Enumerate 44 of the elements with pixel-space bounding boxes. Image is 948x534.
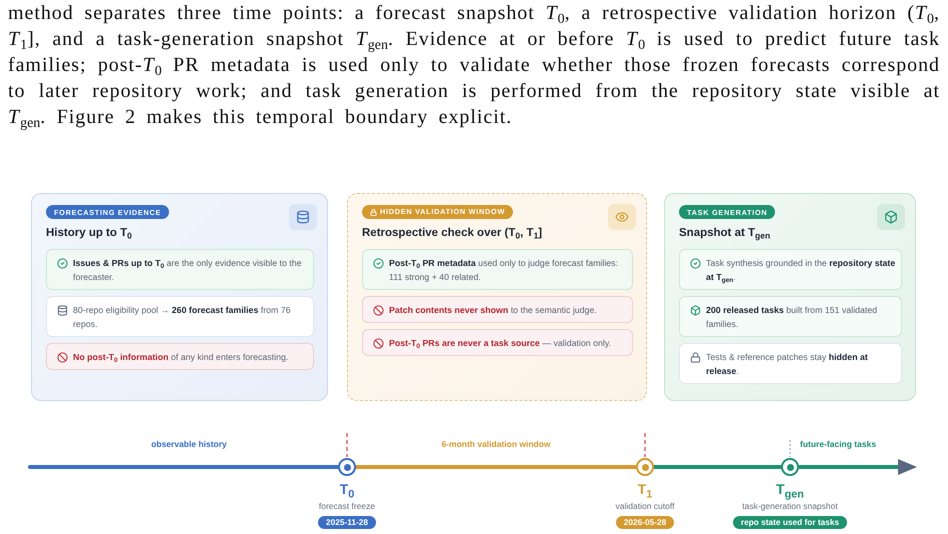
- timeline-arrow: [799, 459, 917, 475]
- fact-row: [362, 249, 633, 290]
- timeline-segment: [652, 465, 783, 469]
- milestone-caption: task-generation snapshot: [742, 501, 838, 512]
- fact-row: [46, 249, 314, 290]
- edge-label: 6-month validation window: [441, 438, 551, 450]
- milestone-badge: repo state used for tasks: [732, 516, 848, 529]
- row-text: Post-T$_{0}$ PR metadata used only to judge forecast families: 111 strong + 40 related.: [389, 257, 620, 284]
- fact-row: [362, 296, 633, 323]
- milestone-badge: 2025-11-28: [318, 516, 376, 529]
- card-title: History up to T$_{0}$: [46, 226, 133, 241]
- milestone-marker: [781, 458, 799, 476]
- row-text: 80-repo eligibility pool → 260 forecast families from 76 repos.: [73, 304, 292, 331]
- fact-row: [679, 296, 902, 337]
- milestone-badge: 2026-05-28: [616, 516, 674, 529]
- fact-row: [46, 343, 314, 370]
- milestone-caption: forecast freeze: [318, 501, 376, 512]
- edge-label: observable history: [151, 438, 227, 450]
- card-title: Snapshot at T$_{gen}$: [679, 226, 772, 241]
- fact-row: [46, 296, 314, 337]
- edge-label: future-facing tasks: [800, 438, 876, 450]
- milestone-caption: validation cutoff: [616, 501, 674, 512]
- phase-card: [347, 193, 647, 401]
- row-text: Task synthesis grounded in the repository state at T$_{gen}$.: [706, 257, 896, 284]
- milestone-label: T$_{0}$: [340, 481, 354, 498]
- row-text: No post-T$_{0}$ information of any kind enters forecasting.: [73, 351, 288, 364]
- fact-row: [679, 343, 902, 384]
- milestone-marker: [636, 458, 654, 476]
- row-text: 200 released tasks built from 151 validated families.: [706, 304, 878, 331]
- fact-row: [679, 249, 902, 290]
- phase-card: [31, 193, 328, 401]
- timeline-segment: [28, 465, 340, 469]
- row-text: Tests & reference patches stay hidden at release.: [706, 351, 869, 378]
- row-text: Patch contents never shown to the semantic judge.: [389, 304, 597, 317]
- body-paragraph: method separates three time points: a forecast snapshot T$_{0}$, a retrospective validation horizon (T$_{0}$, T$_{1}$], and a task-generation snapshot T$_{gen}$. Evidence at or before T$_{0}$ is used to predict future task families; post-T$_{0}$ PR metadata is used only to validate whether those frozen forecasts correspond to later repository work; and task generation is performed from the repository state visible at T$_{gen}$. Figure 2 makes this temporal boundary explicit.: [8, 1, 940, 130]
- timeline-segment: [354, 465, 638, 469]
- row-text: Issues & PRs up to T$_{0}$ are the only evidence visible to the forecaster.: [73, 257, 303, 284]
- milestone-label: T$_{1}$: [638, 481, 652, 498]
- phase-card: [664, 193, 916, 401]
- fact-row: [362, 329, 633, 356]
- card-title: Retrospective check over (T$_{0}$, T$_{1}$]: [362, 226, 544, 241]
- milestone-label: T$_{gen}$: [776, 481, 804, 498]
- row-text: Post-T$_{0}$ PRs are never a task source — validation only.: [389, 337, 612, 350]
- milestone-marker: [338, 458, 356, 476]
